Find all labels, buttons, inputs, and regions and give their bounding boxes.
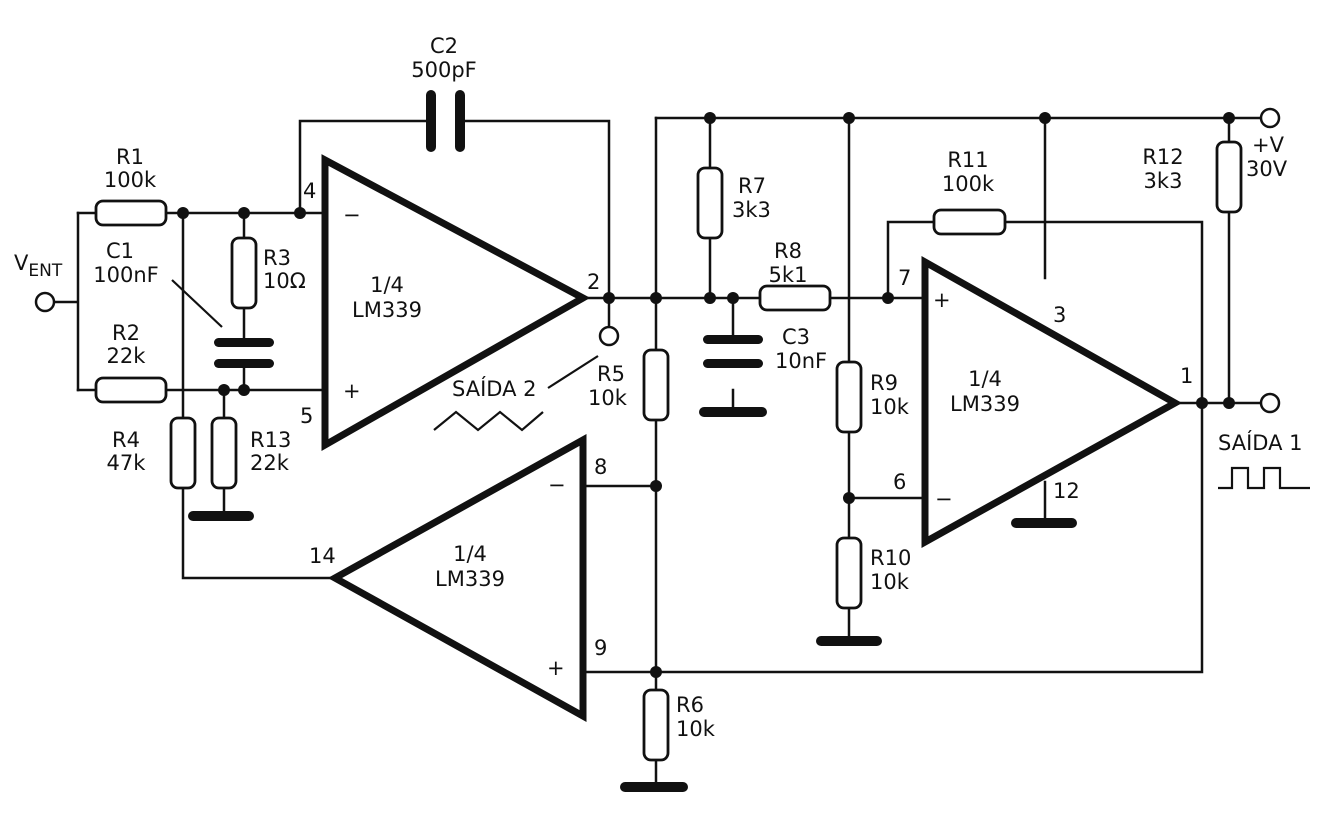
u1-minus-sign: − xyxy=(343,203,361,227)
opamp-u1 xyxy=(321,154,591,452)
ground-symbol xyxy=(188,511,254,521)
pin-2: 2 xyxy=(587,270,600,294)
r5-name: R5 xyxy=(597,362,625,386)
r7-name: R7 xyxy=(738,174,766,198)
u1-fraction: 1/4 xyxy=(370,273,404,297)
pin-4: 4 xyxy=(303,179,316,203)
output2-label: SAÍDA 2 xyxy=(452,376,536,401)
r9-name: R9 xyxy=(870,371,898,395)
opamp-u2 xyxy=(327,434,587,722)
resistor-r3 xyxy=(230,236,258,310)
u3-part: LM339 xyxy=(950,392,1020,416)
pin-5: 5 xyxy=(300,404,313,428)
r5-value: 10k xyxy=(588,386,628,410)
r9-value: 10k xyxy=(870,395,910,419)
pin-14: 14 xyxy=(309,544,336,568)
r4-value: 47k xyxy=(107,451,147,475)
r6-name: R6 xyxy=(676,693,704,717)
r13-value: 22k xyxy=(250,451,290,475)
ground-symbol xyxy=(620,782,688,792)
resistor-r6 xyxy=(642,688,670,762)
resistor-r2 xyxy=(94,376,168,404)
u3-minus-sign: − xyxy=(935,487,953,511)
c2-value: 500pF xyxy=(411,58,477,82)
c1-value: 100nF xyxy=(93,263,158,287)
capacitor-c3 xyxy=(703,335,763,368)
resistor-r13 xyxy=(210,416,238,490)
supply-terminal[interactable] xyxy=(1259,107,1281,129)
r2-value: 22k xyxy=(107,344,147,368)
r8-value: 5k1 xyxy=(769,263,808,287)
pin-8: 8 xyxy=(594,455,607,479)
resistor-r10 xyxy=(835,536,863,610)
ground-symbol xyxy=(816,636,882,646)
pin-7: 7 xyxy=(898,266,911,290)
resistor-r9 xyxy=(835,360,863,434)
capacitor-c1 xyxy=(214,338,274,368)
c2-name: C2 xyxy=(430,34,458,58)
labels: R1 100k C1 100nF R2 22k R3 10Ω R4 47k R1… xyxy=(14,34,1302,741)
triangle-wave-icon xyxy=(433,410,544,432)
saida2-leader-line xyxy=(547,355,599,389)
r3-value: 10Ω xyxy=(263,269,306,293)
input-label: VENT xyxy=(14,251,63,281)
r11-value: 100k xyxy=(942,172,995,196)
u1-plus-sign: + xyxy=(343,379,361,403)
r6-value: 10k xyxy=(676,717,716,741)
r11-name: R11 xyxy=(947,148,988,172)
junctions xyxy=(177,112,1235,678)
r12-name: R12 xyxy=(1142,145,1183,169)
r3-name: R3 xyxy=(263,246,291,270)
r2-name: R2 xyxy=(112,321,140,345)
r8-name: R8 xyxy=(774,239,802,263)
pin-6: 6 xyxy=(893,470,906,494)
r13-name: R13 xyxy=(250,428,291,452)
resistor-r8 xyxy=(758,284,832,312)
r1-name: R1 xyxy=(116,145,144,169)
u3-fraction: 1/4 xyxy=(968,367,1002,391)
ground-symbol xyxy=(699,407,767,417)
r12-value: 3k3 xyxy=(1144,169,1183,193)
resistor-r5 xyxy=(642,348,670,422)
capacitor-c2 xyxy=(426,90,465,152)
pin-3: 3 xyxy=(1053,303,1066,327)
pin-12: 12 xyxy=(1053,479,1080,503)
resistor-r12 xyxy=(1215,140,1243,214)
r1-value: 100k xyxy=(104,168,157,192)
output2-terminal[interactable] xyxy=(598,325,620,347)
pin-9: 9 xyxy=(594,636,607,660)
r10-name: R10 xyxy=(870,546,911,570)
supply-label-line1: +V xyxy=(1252,133,1285,157)
r4-name: R4 xyxy=(112,428,140,452)
r7-value: 3k3 xyxy=(732,198,771,222)
input-terminal[interactable] xyxy=(34,291,56,313)
output1-terminal[interactable] xyxy=(1259,392,1281,414)
resistor-r11 xyxy=(932,208,1007,236)
u1-part: LM339 xyxy=(352,298,422,322)
resistors xyxy=(94,140,1243,762)
r10-value: 10k xyxy=(870,570,910,594)
resistor-r4 xyxy=(169,416,197,490)
output1-label: SAÍDA 1 xyxy=(1218,430,1302,455)
c1-leader-line xyxy=(171,279,223,328)
opamp-u3 xyxy=(921,256,1183,548)
c1-name: C1 xyxy=(106,239,134,263)
resistor-r1 xyxy=(94,199,168,227)
resistor-r7 xyxy=(696,166,724,240)
u2-plus-sign: + xyxy=(547,656,565,680)
u2-fraction: 1/4 xyxy=(453,542,487,566)
u2-minus-sign: − xyxy=(548,473,566,497)
c3-value: 10nF xyxy=(775,349,827,373)
capacitors xyxy=(214,90,763,368)
u3-plus-sign: + xyxy=(933,288,951,312)
supply-label-line2: 30V xyxy=(1246,157,1288,181)
c3-name: C3 xyxy=(782,325,810,349)
pin-1: 1 xyxy=(1180,364,1193,388)
ground-symbol xyxy=(1011,518,1077,528)
u2-part: LM339 xyxy=(435,567,505,591)
grounds xyxy=(188,407,1077,792)
square-wave-icon xyxy=(1218,466,1310,490)
